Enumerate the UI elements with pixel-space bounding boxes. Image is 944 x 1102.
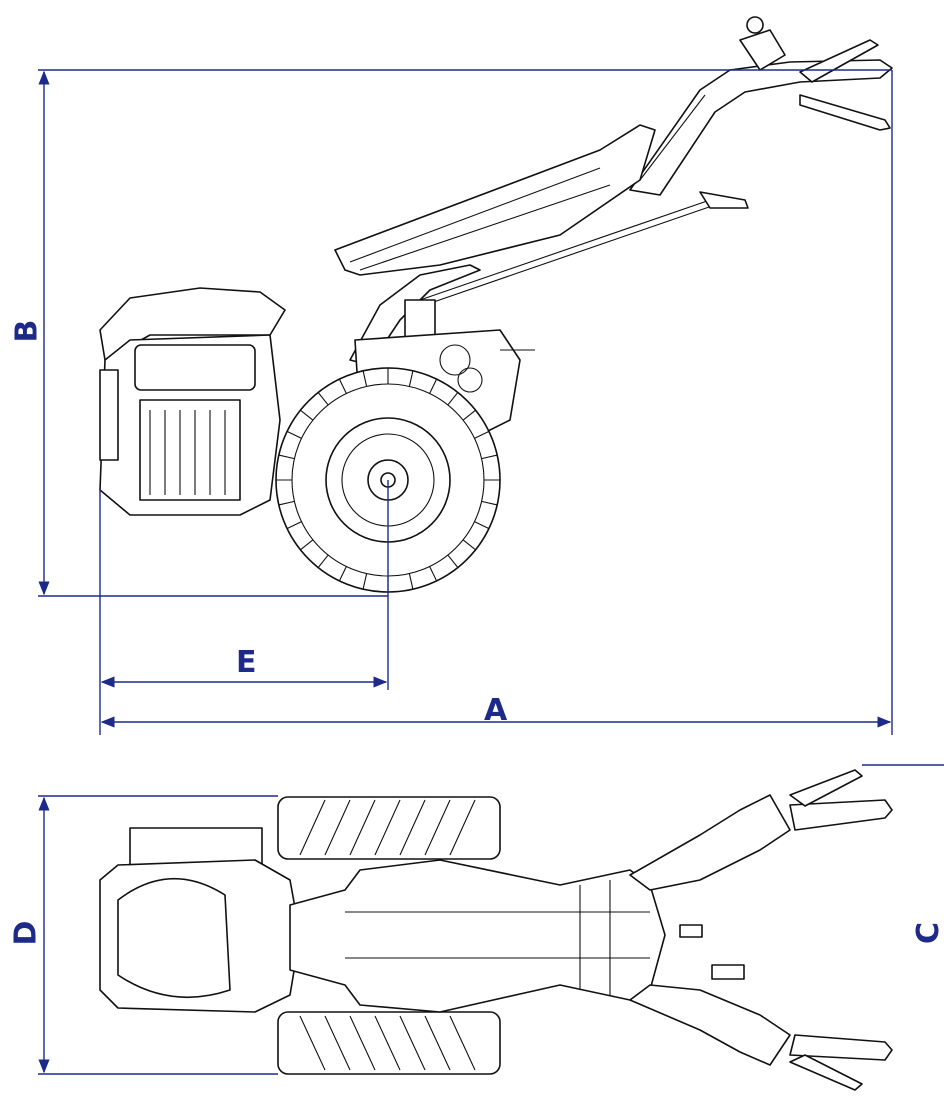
tread-lug [317,386,329,406]
tread-lug [294,539,314,551]
dimension-label-d: D [8,920,44,946]
tread-lug [474,430,494,441]
tread-lug [286,422,302,439]
dimension-label-b: B [9,319,45,343]
top-wheel-lower [277,1011,501,1075]
tread-lug [481,500,498,515]
tread-lug [282,519,302,530]
side-wheel-treads [275,367,501,593]
tread-lug [484,479,501,491]
top-frame [289,859,666,1013]
dimension-label-e: E [236,645,257,680]
tread-lug [408,370,423,387]
tread-lug [474,521,490,538]
side-engine [99,287,286,516]
side-handlebar [419,16,893,307]
top-wheel-upper [277,796,501,860]
dimension-label-c: C [911,921,944,945]
tread-lug [362,368,374,387]
tread-lug [353,573,368,590]
side-view [99,16,893,593]
top-view [99,769,893,1091]
dimension-label-a: A [484,693,508,728]
top-dimensions [38,764,944,1075]
tread-lug [387,367,399,384]
tread-lug [429,378,446,394]
tread-lug [330,566,347,582]
tread-lug [462,539,477,558]
top-handlebars [629,769,893,1091]
tread-lug [278,445,295,460]
tread-lug [276,494,295,506]
tread-lug [481,454,500,466]
tread-lug [447,554,459,574]
tread-lug [338,374,349,394]
tread-lug [427,566,438,586]
side-dimensions [38,69,893,735]
tread-lug [310,554,329,569]
tread-lug [447,391,466,406]
tread-lug [462,409,482,421]
tread-lug [402,573,414,592]
side-fender [334,124,656,366]
tread-lug [275,469,292,481]
tread-lug [299,402,314,421]
